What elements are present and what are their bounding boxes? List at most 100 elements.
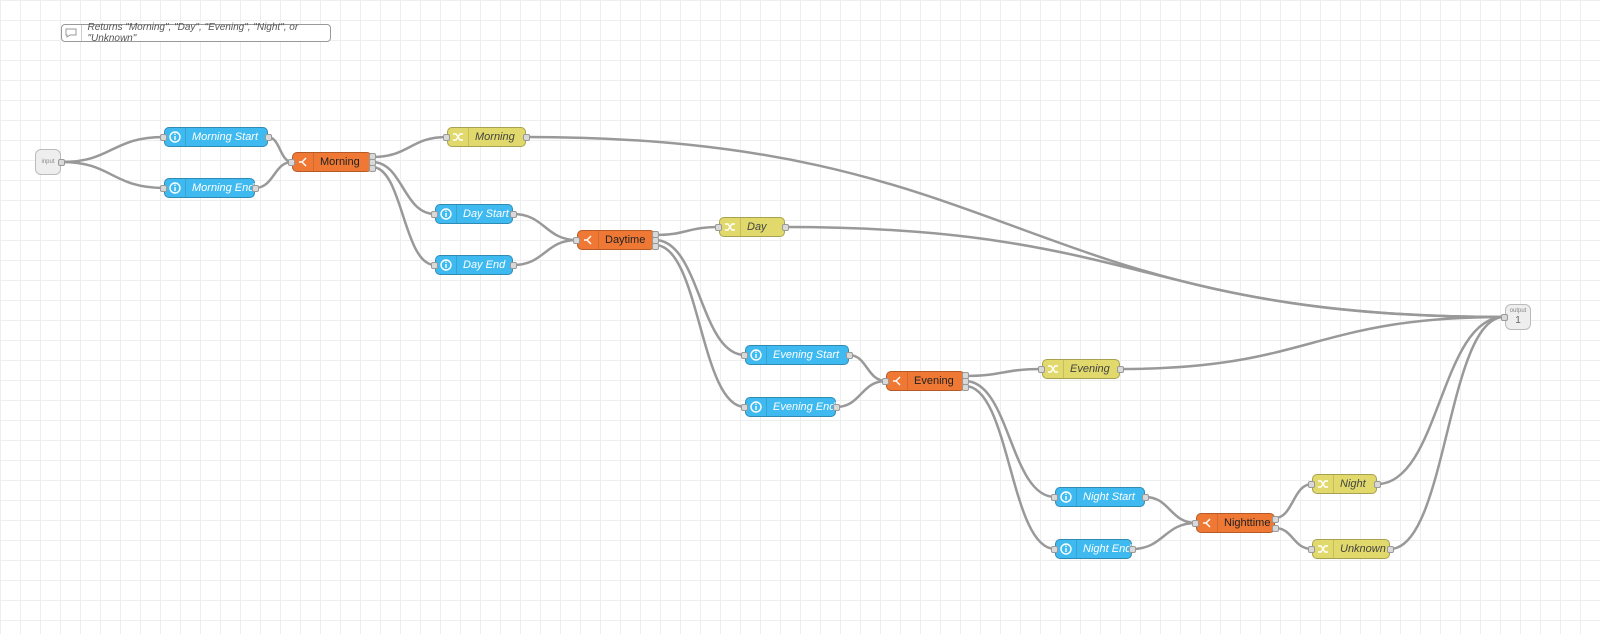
output-port[interactable] <box>510 211 517 218</box>
info-icon <box>165 179 186 197</box>
input-port[interactable] <box>160 134 167 141</box>
template-node-day[interactable]: Day <box>715 217 789 237</box>
wire <box>1274 526 1313 551</box>
node-label: Nighttime <box>1224 517 1271 529</box>
node-label: Evening End <box>773 401 836 413</box>
change-node-day-end[interactable]: Day End <box>431 255 517 275</box>
output-port-1[interactable] <box>1272 516 1279 523</box>
input-port[interactable] <box>160 185 167 192</box>
wire <box>371 135 448 159</box>
output-port[interactable] <box>1142 494 1149 501</box>
node-label: Evening <box>914 375 954 387</box>
switch-icon <box>887 372 908 390</box>
wire <box>1389 315 1505 551</box>
change-node-day-start[interactable]: Day Start <box>431 204 517 224</box>
input-port[interactable] <box>1308 481 1315 488</box>
output-port-3[interactable] <box>652 243 659 250</box>
wire <box>61 135 165 164</box>
node-label: Morning <box>475 131 515 143</box>
input-port[interactable] <box>1051 546 1058 553</box>
change-node-morning-start[interactable]: Morning Start <box>160 127 272 147</box>
input-port[interactable] <box>288 159 295 166</box>
input-port[interactable] <box>431 262 438 269</box>
output-port[interactable] <box>782 224 789 231</box>
switch-node-daytime[interactable]: Daytime <box>573 230 659 250</box>
node-label: Evening <box>1070 363 1110 375</box>
wire <box>654 225 720 237</box>
switch-icon <box>293 153 314 171</box>
switch-node-nighttime[interactable]: Nighttime <box>1192 513 1279 533</box>
output-port[interactable] <box>1387 546 1394 553</box>
input-port[interactable] <box>431 211 438 218</box>
switch-icon <box>578 231 599 249</box>
output-port[interactable] <box>265 134 272 141</box>
switch-node-evening[interactable]: Evening <box>882 371 969 391</box>
output-port-3[interactable] <box>369 165 376 172</box>
output-label: output <box>1509 308 1527 314</box>
info-icon <box>1056 488 1077 506</box>
input-port[interactable] <box>882 378 889 385</box>
template-node-night[interactable]: Night <box>1308 474 1381 494</box>
change-node-night-start[interactable]: Night Start <box>1051 487 1149 507</box>
wire <box>1131 521 1197 551</box>
shuffle-icon <box>1313 475 1334 493</box>
node-label: Morning <box>320 156 360 168</box>
change-node-evening-end[interactable]: Evening End <box>741 397 840 417</box>
input-port[interactable] <box>741 404 748 411</box>
change-node-night-end[interactable]: Night End <box>1051 539 1136 559</box>
node-label: Evening Start <box>773 349 840 361</box>
info-icon <box>746 346 767 364</box>
node-label: Night Start <box>1083 491 1135 503</box>
input-port[interactable] <box>1038 366 1045 373</box>
output-node[interactable]: output 1 <box>1501 304 1531 330</box>
change-node-evening-start[interactable]: Evening Start <box>741 345 853 365</box>
wire <box>371 160 436 216</box>
info-icon <box>746 398 767 416</box>
input-port[interactable] <box>715 224 722 231</box>
output-port[interactable] <box>1117 366 1124 373</box>
wire <box>512 212 578 242</box>
wire <box>964 379 1056 499</box>
input-port[interactable] <box>1192 520 1199 527</box>
output-port[interactable] <box>252 185 259 192</box>
output-port[interactable] <box>58 159 65 166</box>
output-port-3[interactable] <box>962 384 969 391</box>
output-port[interactable] <box>846 352 853 359</box>
template-node-morning[interactable]: Morning <box>443 127 530 147</box>
shuffle-icon <box>448 128 469 146</box>
wire <box>371 165 436 267</box>
output-port[interactable] <box>510 262 517 269</box>
comment-node[interactable]: Returns "Morning", "Day", "Evening", "Ni… <box>61 22 331 44</box>
comment-text: Returns "Morning", "Day", "Evening", "Ni… <box>87 22 299 44</box>
switch-node-morning[interactable]: Morning <box>288 152 376 172</box>
wire <box>654 243 746 409</box>
input-port[interactable] <box>573 237 580 244</box>
template-node-unknown[interactable]: Unknown <box>1308 539 1394 559</box>
input-label: input <box>41 158 55 165</box>
node-label: Unknown <box>1340 543 1386 555</box>
input-port[interactable] <box>1051 494 1058 501</box>
input-port[interactable] <box>741 352 748 359</box>
shuffle-icon <box>1043 360 1064 378</box>
wire <box>964 384 1056 551</box>
input-port[interactable] <box>1501 314 1508 321</box>
wire <box>1119 315 1505 371</box>
input-node[interactable]: input <box>35 149 65 175</box>
node-label: Day Start <box>463 208 509 220</box>
input-port[interactable] <box>1308 546 1315 553</box>
comment-icon <box>62 25 82 41</box>
node-label: Day End <box>463 259 506 271</box>
input-port[interactable] <box>443 134 450 141</box>
node-label: Day <box>747 221 767 233</box>
info-icon <box>436 205 457 223</box>
template-node-evening[interactable]: Evening <box>1038 359 1124 379</box>
wire <box>784 225 1505 319</box>
output-port[interactable] <box>1129 546 1136 553</box>
info-icon <box>436 256 457 274</box>
output-port[interactable] <box>523 134 530 141</box>
change-node-morning-end[interactable]: Morning End <box>160 178 259 198</box>
output-port-2[interactable] <box>1272 525 1279 532</box>
output-port[interactable] <box>833 404 840 411</box>
output-port[interactable] <box>1374 481 1381 488</box>
